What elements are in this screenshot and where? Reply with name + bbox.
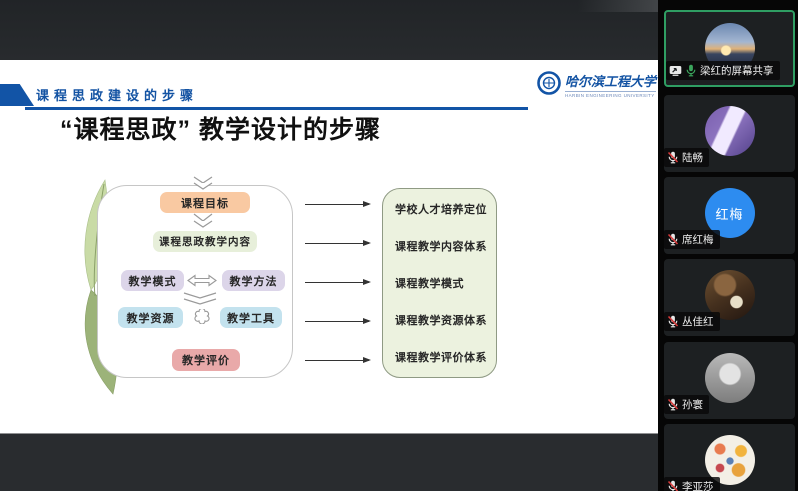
connector-down-icon (193, 213, 213, 228)
logo-en-text: HARBIN ENGINEERING UNIVERSITY (565, 91, 657, 98)
participant-name-bar: 梁红的屏幕共享 (666, 61, 780, 80)
participant-tile[interactable]: 陆畅 (664, 95, 795, 172)
participant-name: 丛佳红 (682, 316, 714, 328)
mic-on-icon (686, 64, 696, 77)
participant-tile[interactable]: 丛佳红 (664, 259, 795, 336)
mic-muted-icon (667, 233, 679, 246)
result-row: 课程教学评价体系 (395, 350, 487, 364)
arrow-icon (305, 278, 371, 285)
participant-name-bar: 陆畅 (664, 148, 709, 167)
university-logo-icon (537, 71, 561, 95)
avatar (704, 353, 755, 403)
result-row: 课程教学内容体系 (395, 240, 487, 254)
result-box: 学校人才培养定位 课程教学内容体系 课程教学模式 课程教学资源体系 课程教学评价… (382, 188, 497, 378)
participant-name: 陆畅 (682, 152, 703, 164)
participants-panel[interactable]: 梁红的屏幕共享 陆畅 红梅 (658, 0, 798, 491)
participant-tile[interactable]: 李亚莎 (664, 424, 795, 491)
slide-title: “课程思政” 教学设计的步骤 (60, 116, 381, 144)
header-rule (25, 107, 528, 110)
participant-name-bar: 席红梅 (664, 230, 720, 249)
participant-tile[interactable]: 孙寰 (664, 342, 795, 419)
flow-box-course-content: 课程思政教学内容 (153, 231, 257, 252)
participant-tile[interactable]: 梁红的屏幕共享 (664, 10, 795, 87)
slide-header-title: 课程思政建设的步骤 (36, 88, 199, 103)
participant-name-bar: 李亚莎 (664, 477, 720, 491)
avatar-initials: 红梅 (715, 206, 744, 222)
avatar: 红梅 (704, 188, 755, 238)
arrow-icon (305, 356, 371, 363)
flow-box-teaching-method: 教学方法 (222, 270, 285, 291)
mic-muted-icon (667, 315, 679, 328)
flow-box-teaching-eval: 教学评价 (172, 349, 240, 371)
flow-box-teaching-tool: 教学工具 (220, 307, 282, 328)
flow-box-teaching-resource: 教学资源 (118, 307, 183, 328)
arrow-icon (305, 200, 371, 207)
connector-link-icon (194, 309, 210, 324)
participant-name-bar: 丛佳红 (664, 312, 720, 331)
shared-screen-area: 课程思政建设的步骤 哈尔滨工程大学 HARBIN ENGINEERING UNI… (0, 0, 658, 491)
mic-muted-icon (667, 480, 679, 491)
result-row: 学校人才培养定位 (395, 203, 487, 217)
participant-name: 席红梅 (682, 234, 714, 246)
header-accent-shape (0, 84, 34, 106)
logo-cn-text: 哈尔滨工程大学 (565, 75, 657, 90)
result-row: 课程教学资源体系 (395, 313, 487, 327)
connector-up-down-icon (183, 292, 217, 305)
flow-box-course-goal: 课程目标 (160, 192, 250, 213)
flow-box-teaching-mode: 教学模式 (121, 270, 184, 291)
avatar (704, 270, 755, 320)
connector-down-icon (193, 176, 213, 190)
screen-share-icon (669, 65, 682, 76)
result-row: 课程教学模式 (395, 276, 464, 290)
university-logo: 哈尔滨工程大学 HARBIN ENGINEERING UNIVERSITY (537, 71, 657, 98)
avatar (704, 435, 755, 485)
participant-name: 孙寰 (682, 399, 703, 411)
participant-name: 梁红的屏幕共享 (700, 65, 774, 77)
mic-muted-icon (667, 398, 679, 411)
arrow-icon (305, 239, 371, 246)
presentation-slide: 课程思政建设的步骤 哈尔滨工程大学 HARBIN ENGINEERING UNI… (0, 60, 658, 434)
avatar (704, 106, 755, 156)
connector-left-right-icon (187, 274, 217, 287)
participant-name: 李亚莎 (682, 481, 714, 491)
mic-muted-icon (667, 151, 679, 164)
participant-tile[interactable]: 红梅 席红梅 (664, 177, 795, 254)
participant-name-bar: 孙寰 (664, 395, 709, 414)
arrow-icon (305, 317, 371, 324)
